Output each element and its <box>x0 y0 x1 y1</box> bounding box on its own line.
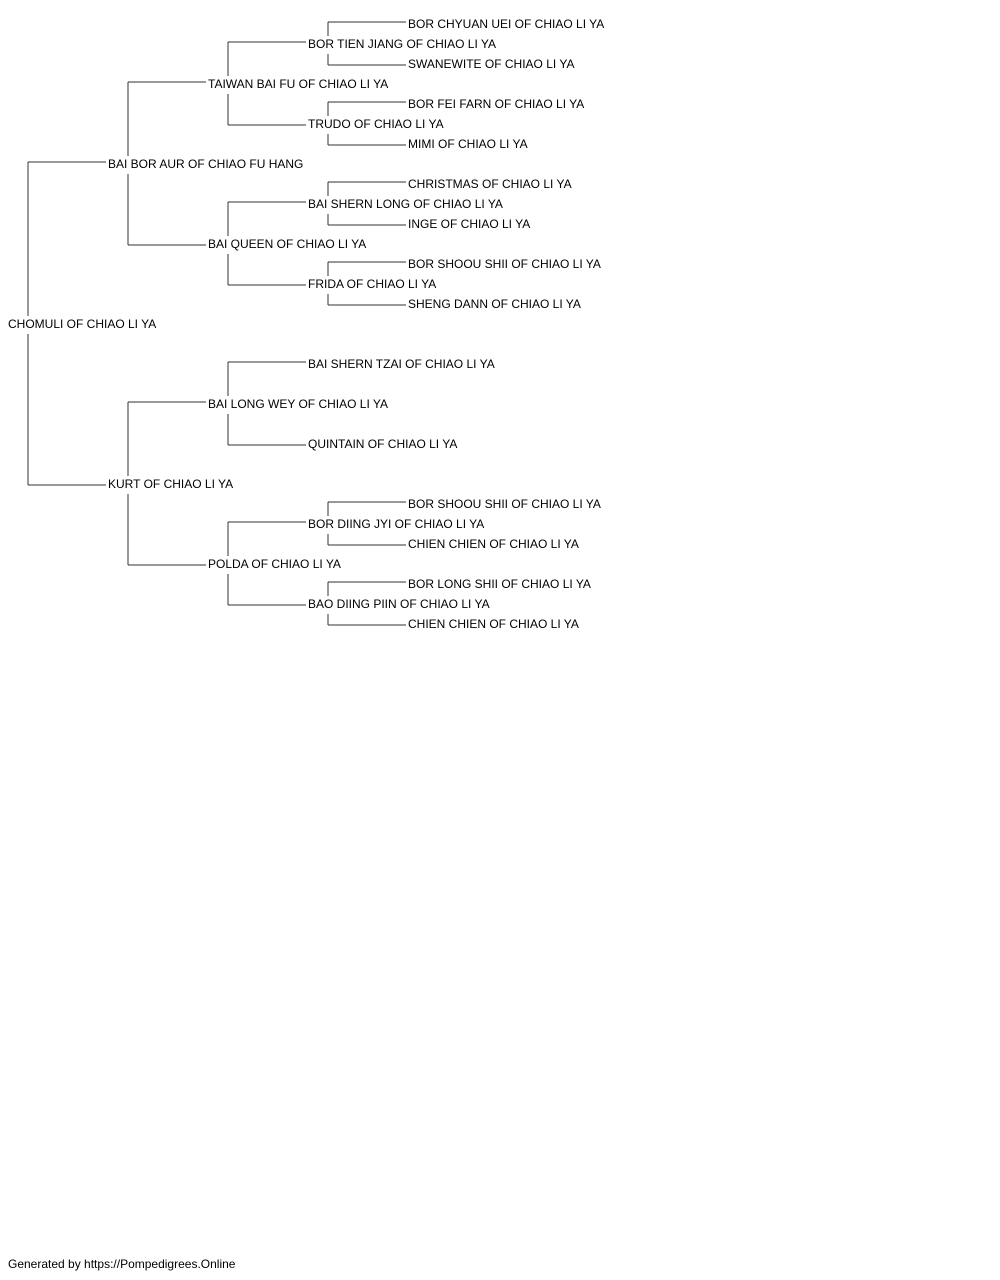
ancestor-name-gen-4: BOR LONG SHII OF CHIAO LI YA <box>408 577 591 591</box>
ancestor-name-gen-4: CHIEN CHIEN OF CHIAO LI YA <box>408 537 579 551</box>
ancestor-name-gen-2: POLDA OF CHIAO LI YA <box>208 557 341 571</box>
ancestor-name-gen-3: FRIDA OF CHIAO LI YA <box>308 277 436 291</box>
ancestor-name-gen-4: INGE OF CHIAO LI YA <box>408 217 530 231</box>
ancestor-name-gen-2: BAI LONG WEY OF CHIAO LI YA <box>208 397 388 411</box>
ancestor-name-gen-4: CHIEN CHIEN OF CHIAO LI YA <box>408 617 579 631</box>
ancestor-name-gen-4: BOR SHOOU SHII OF CHIAO LI YA <box>408 497 601 511</box>
ancestor-name-gen-3: BOR DIING JYI OF CHIAO LI YA <box>308 517 484 531</box>
ancestor-name-gen-3: BAO DIING PIIN OF CHIAO LI YA <box>308 597 490 611</box>
generated-by-footer: Generated by https://Pompedigrees.Online <box>8 1257 236 1271</box>
ancestor-name-gen-3: TRUDO OF CHIAO LI YA <box>308 117 444 131</box>
ancestor-name-gen-4: BOR CHYUAN UEI OF CHIAO LI YA <box>408 17 604 31</box>
ancestor-name-gen-4: SHENG DANN OF CHIAO LI YA <box>408 297 581 311</box>
ancestor-name-gen-2: BAI QUEEN OF CHIAO LI YA <box>208 237 366 251</box>
ancestor-name-gen-3: BAI SHERN LONG OF CHIAO LI YA <box>308 197 503 211</box>
ancestor-name-gen-1: BAI BOR AUR OF CHIAO FU HANG <box>108 157 303 171</box>
pedigree-name-labels: CHOMULI OF CHIAO LI YA BAI BOR AUR OF CHI… <box>8 17 604 631</box>
ancestor-name-gen-4: SWANEWITE OF CHIAO LI YA <box>408 57 574 71</box>
ancestor-name-gen-4: BOR FEI FARN OF CHIAO LI YA <box>408 97 584 111</box>
pedigree-connector-lines <box>27 21 406 626</box>
ancestor-name-gen-4: BOR SHOOU SHII OF CHIAO LI YA <box>408 257 601 271</box>
ancestor-name-gen-3: BAI SHERN TZAI OF CHIAO LI YA <box>308 357 495 371</box>
ancestor-name-gen-2: TAIWAN BAI FU OF CHIAO LI YA <box>208 77 388 91</box>
ancestor-name-gen-3: QUINTAIN OF CHIAO LI YA <box>308 437 457 451</box>
ancestor-name-gen-4: MIMI OF CHIAO LI YA <box>408 137 528 151</box>
ancestor-name-gen-4: CHRISTMAS OF CHIAO LI YA <box>408 177 572 191</box>
subject-name: CHOMULI OF CHIAO LI YA <box>8 317 156 331</box>
ancestor-name-gen-1: KURT OF CHIAO LI YA <box>108 477 233 491</box>
ancestor-name-gen-3: BOR TIEN JIANG OF CHIAO LI YA <box>308 37 496 51</box>
